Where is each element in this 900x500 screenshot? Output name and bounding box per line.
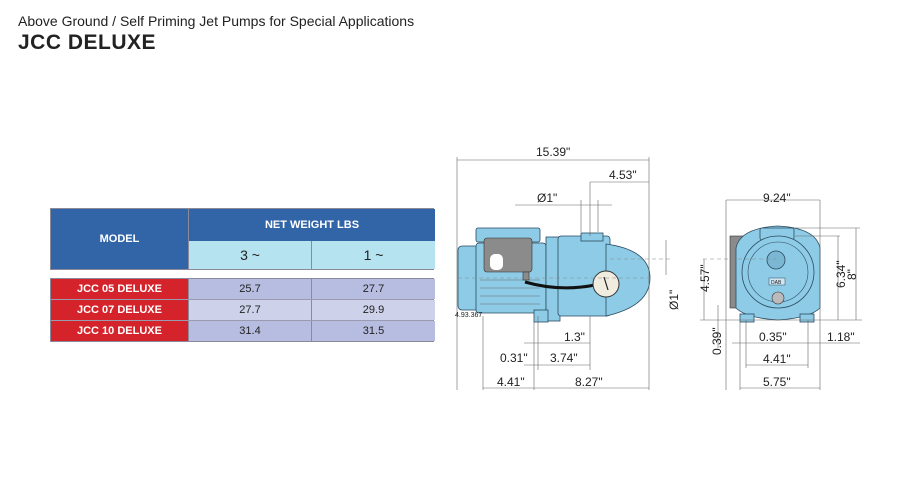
drawing-code: 4.93.367 [455, 312, 482, 319]
dim-front-width: 9.24" [763, 191, 791, 205]
table-body: JCC 05 DELUXE 25.7 27.7 JCC 07 DELUXE 27… [50, 278, 435, 342]
table-header: MODEL NET WEIGHT LBS 3 ~ 1 ~ [50, 208, 435, 270]
side-view-dimensions: 15.39" 4.53" Ø1" Ø1" 4.93.367 1.3" 0.31"… [455, 145, 681, 390]
pump-side-view [457, 227, 651, 323]
dim-0-35: 0.35" [759, 330, 787, 344]
model-cell: JCC 05 DELUXE [51, 279, 189, 299]
model-cell: JCC 07 DELUXE [51, 300, 189, 320]
page-subtitle: Above Ground / Self Priming Jet Pumps fo… [18, 13, 415, 29]
page-title: JCC DELUXE [18, 31, 157, 54]
single-phase-cell: 31.5 [312, 321, 435, 341]
dim-inlet-height: 4.57" [698, 264, 712, 292]
dim-6-34: 6.34" [834, 260, 848, 288]
dim-overall-length: 15.39" [536, 145, 570, 159]
dim-outlet-offset: 4.53" [609, 168, 637, 182]
three-phase-cell: 25.7 [189, 279, 312, 299]
dim-5-75: 5.75" [763, 375, 791, 389]
three-phase-cell: 31.4 [189, 321, 312, 341]
table-row: JCC 10 DELUXE 31.4 31.5 [51, 320, 435, 341]
dim-outlet-diameter: Ø1" [537, 191, 557, 205]
dim-1-3: 1.3" [564, 330, 585, 344]
net-weight-header: NET WEIGHT LBS [189, 209, 435, 241]
dim-4-41-side: 4.41" [497, 375, 525, 389]
single-phase-cell: 27.7 [312, 279, 435, 299]
pump-front-view: DAB [729, 225, 821, 323]
table-row: JCC 05 DELUXE 25.7 27.7 [51, 279, 435, 299]
model-cell: JCC 10 DELUXE [51, 321, 189, 341]
dim-8-27: 8.27" [575, 375, 603, 389]
dim-8: 8" [845, 269, 859, 280]
single-phase-header: 1 ~ [312, 241, 435, 269]
dim-0-31: 0.31" [500, 351, 528, 365]
three-phase-header: 3 ~ [189, 241, 312, 269]
model-column-header: MODEL [51, 209, 189, 269]
single-phase-cell: 29.9 [312, 300, 435, 320]
dim-inlet-diameter: Ø1" [667, 290, 681, 310]
front-view-dimensions: 9.24" 4.57" 6.34" 8" 0.39" 0.35" 1.18" 4… [698, 191, 862, 390]
table-row: JCC 07 DELUXE 27.7 29.9 [51, 299, 435, 320]
front-badge: DAB [771, 280, 782, 286]
dim-3-74: 3.74" [550, 351, 578, 365]
weight-table: MODEL NET WEIGHT LBS 3 ~ 1 ~ JCC 05 DELU… [50, 208, 435, 342]
three-phase-cell: 27.7 [189, 300, 312, 320]
dim-1-18: 1.18" [827, 330, 855, 344]
dim-4-41-front: 4.41" [763, 352, 791, 366]
dim-0-39: 0.39" [710, 327, 724, 355]
